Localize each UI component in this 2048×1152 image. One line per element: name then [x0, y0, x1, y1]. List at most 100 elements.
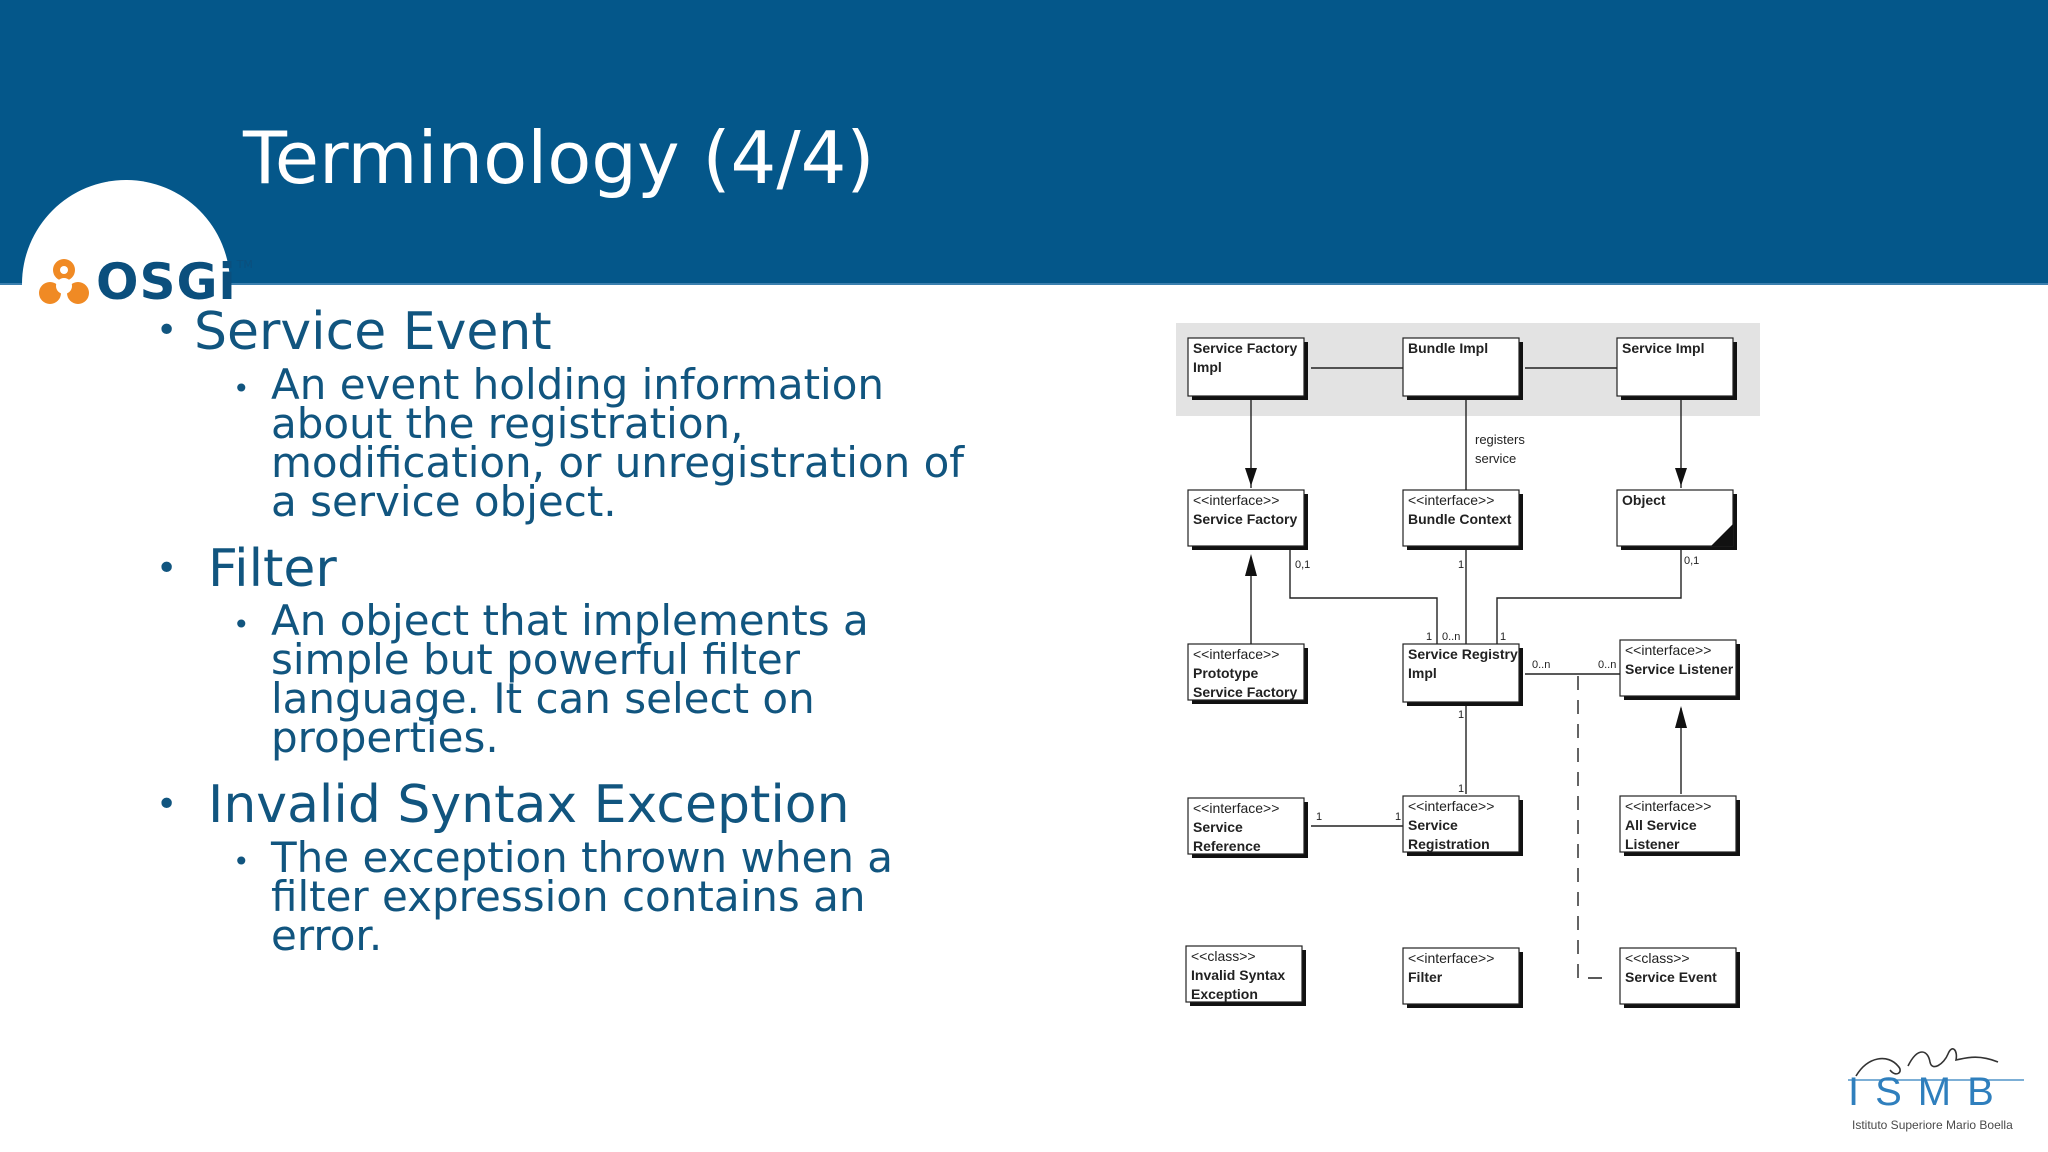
box-label: <<interface>>	[1193, 800, 1279, 816]
box-label: Object	[1622, 492, 1666, 508]
multiplicity-label: 1	[1316, 811, 1322, 823]
multiplicity-label: 0,1	[1295, 559, 1310, 571]
box-label: <<class>>	[1625, 950, 1690, 966]
box-frame	[1187, 643, 1305, 701]
description-line: error.	[271, 911, 383, 960]
box-label: Service Listener	[1625, 661, 1734, 677]
box-label: Listener	[1625, 836, 1680, 852]
box-frame	[1187, 489, 1305, 547]
ismb-signature-icon	[1848, 1048, 2024, 1081]
multiplicity-label: 0,1	[1684, 555, 1699, 567]
bullet-dot: •	[156, 548, 178, 589]
box-label: Service Impl	[1622, 340, 1705, 356]
sub-bullet-dot: •	[233, 608, 250, 641]
box-label: Prototype	[1193, 665, 1259, 681]
box-label: <<interface>>	[1193, 646, 1279, 662]
box-label: Invalid Syntax	[1191, 967, 1285, 983]
box-frame	[1616, 489, 1734, 547]
description-line: filter expression contains an	[271, 872, 866, 921]
bullet-description: The exception thrown when a filter expre…	[271, 837, 1071, 960]
box-label: Filter	[1408, 969, 1443, 985]
bullet-heading: Filter	[208, 539, 337, 599]
trademark: TM	[236, 257, 253, 271]
sub-bullet-dot: •	[233, 845, 250, 878]
arrowheads	[1245, 468, 1687, 728]
service-label: service	[1475, 451, 1516, 466]
description-line: language. It can select on	[271, 674, 815, 723]
box-label: Service Factory	[1193, 684, 1297, 700]
box-frame	[1619, 795, 1737, 853]
sub-bullet-dot: •	[233, 372, 250, 405]
box-label: <<interface>>	[1408, 798, 1494, 814]
box-frame	[1402, 947, 1520, 1005]
box-label: Service	[1408, 817, 1458, 833]
description-line: a service object.	[271, 477, 617, 526]
bullet-heading: Invalid Syntax Exception	[208, 775, 850, 835]
box-label: Exception	[1191, 986, 1258, 1002]
box-label: Service Event	[1625, 969, 1717, 985]
multiplicity-label: 1	[1426, 631, 1432, 643]
multiplicity-label: 1	[1458, 783, 1464, 795]
box-label: <<interface>>	[1193, 492, 1279, 508]
box-frame	[1187, 337, 1305, 397]
bullet-heading: Service Event	[194, 302, 552, 362]
page-title: Terminology (4/4)	[243, 116, 875, 200]
association-labels: registers service 0,1 1 0,1 1 0..n 1 0..…	[1295, 432, 1699, 823]
multiplicity-label: 0..n	[1598, 659, 1616, 671]
box-frame	[1185, 945, 1303, 1003]
bundle-context-box: <<interface>>Bundle Context	[1402, 489, 1523, 550]
multiplicity-label: 1	[1458, 709, 1464, 721]
service-impl-box: Service Impl	[1616, 337, 1737, 400]
box-label: Impl	[1193, 359, 1222, 375]
box-label: <<interface>>	[1408, 950, 1494, 966]
osgi-logo: OSGi TM	[36, 252, 253, 312]
bullet-dot: •	[156, 310, 178, 351]
box-label: Service	[1193, 819, 1243, 835]
box-frame	[1616, 337, 1734, 397]
box-label: <<interface>>	[1625, 642, 1711, 658]
box-label: Service Factory	[1193, 340, 1297, 356]
box-frame	[1619, 639, 1737, 697]
box-label: Service Factory	[1193, 511, 1297, 527]
multiplicity-label: 1	[1458, 559, 1464, 571]
box-label: Reference	[1193, 838, 1261, 854]
service-factory-box: <<interface>> Service Factory	[1187, 489, 1308, 550]
object-corner	[1711, 524, 1733, 546]
osgi-emblem-icon	[39, 259, 89, 304]
multiplicity-label: 0..n	[1442, 631, 1460, 643]
ismb-subtitle: Istituto Superiore Mario Boella	[1852, 1118, 2013, 1132]
description-line: An event holding information	[271, 360, 885, 409]
title-bar: Terminology (4/4)	[0, 0, 2048, 285]
service-event-box: <<class>> Service Event	[1619, 947, 1740, 1008]
box-frame	[1619, 947, 1737, 1005]
box-label: Impl	[1408, 665, 1437, 681]
osgi-wordmark: OSGi	[96, 253, 237, 311]
box-label: <<interface>>	[1408, 492, 1494, 508]
object-box: Object	[1616, 489, 1737, 550]
box-label: Bundle Impl	[1408, 340, 1488, 356]
bullet-dot: •	[156, 784, 178, 825]
ismb-letters: ISMB	[1848, 1070, 2010, 1114]
box-label: All Service	[1625, 817, 1697, 833]
bullet-description: An object that implements a simple but p…	[271, 596, 1071, 759]
description-line: modification, or unregistration of	[271, 438, 965, 487]
box-frame	[1402, 643, 1520, 703]
registers-label: registers	[1475, 432, 1525, 447]
description-line: simple but powerful filter	[271, 635, 801, 684]
box-frame	[1402, 489, 1520, 547]
bullet-description: An event holding information about the r…	[271, 360, 1071, 526]
box-frame	[1402, 795, 1520, 853]
box-label: <<class>>	[1191, 948, 1256, 964]
box-label: Service Registry	[1408, 646, 1518, 662]
multiplicity-label: 0..n	[1532, 659, 1550, 671]
description-line: An object that implements a	[271, 596, 869, 645]
